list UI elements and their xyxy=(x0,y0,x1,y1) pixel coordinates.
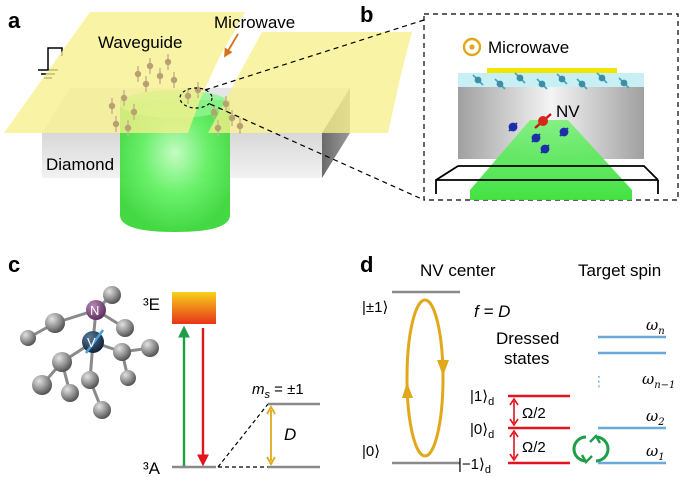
nv-spin xyxy=(534,113,552,129)
microwave-arrow xyxy=(224,33,239,58)
panel-label-a: a xyxy=(8,8,21,33)
nitrogen-atom xyxy=(86,300,106,320)
microwave-label-b: Microwave xyxy=(488,38,569,57)
surface-layer xyxy=(458,73,644,87)
ket-1d-label: |1⟩d xyxy=(470,388,494,408)
fine-structure-guides xyxy=(217,403,269,468)
omega-n1-label: ωn−1 xyxy=(642,370,675,391)
bulk-spins xyxy=(508,122,569,154)
ket-m1d-label: |−1⟩d xyxy=(458,456,491,476)
ket-pm1-label: |±1⟩ xyxy=(362,299,388,316)
ms-0-label: ms = 0 xyxy=(262,475,305,477)
panel-c: c xyxy=(8,252,320,477)
atom-n-label: N xyxy=(90,303,99,318)
omega-half-label-2: Ω/2 xyxy=(522,439,546,456)
excited-state-band xyxy=(172,292,216,324)
omega-1-label: ω1 xyxy=(646,442,665,463)
omega-n-label: ωn xyxy=(646,316,665,337)
zoom-region xyxy=(179,87,213,109)
panel-label-d: d xyxy=(360,252,373,277)
waveguide-label: Waveguide xyxy=(98,33,182,52)
nv-center-title: NV center xyxy=(420,261,496,280)
excited-state-label: ³E xyxy=(143,295,160,314)
zero-field-splitting-arrow xyxy=(266,405,276,466)
panel-b: b Microwave xyxy=(360,2,679,201)
zoom-guides xyxy=(204,19,425,201)
waveguide-left-plate xyxy=(4,12,245,133)
panel-label-b: b xyxy=(360,2,373,27)
dressed-title-line2: states xyxy=(504,349,549,368)
atom-v-label: V xyxy=(87,335,96,350)
nv-lattice: N V xyxy=(20,286,159,419)
omega-2-label: ω2 xyxy=(646,407,665,428)
dressed-title-line1: Dressed xyxy=(496,329,559,348)
exchange-arrows xyxy=(572,434,610,464)
ms-pm1-label: ms = ±1 xyxy=(252,381,304,401)
microwave-line xyxy=(487,68,617,73)
microwave-label-a: Microwave xyxy=(214,13,295,32)
microwave-out-of-page-icon xyxy=(462,37,482,57)
omega-half-label-1: Ω/2 xyxy=(522,405,546,422)
waveguide-right-plate xyxy=(208,32,412,133)
drive-frequency-label: f = D xyxy=(474,302,510,321)
ground-state-label: ³A xyxy=(143,459,161,477)
sample-stage xyxy=(435,165,659,194)
splitting-label: D xyxy=(284,425,296,444)
panel-a: a W xyxy=(4,8,412,232)
rabi-split-arrows xyxy=(509,397,519,462)
target-spin-title: Target spin xyxy=(578,261,661,280)
ellipsis-dots: ⋮ xyxy=(592,374,606,390)
ket-0-label: |0⟩ xyxy=(362,443,380,460)
ket-0d-label: |0⟩d xyxy=(470,421,494,441)
panel-d: d NV center Target spin |±1⟩ |0⟩ f = D D… xyxy=(360,252,675,476)
nv-label: NV xyxy=(556,102,580,121)
rabi-drive-loop xyxy=(402,298,449,458)
diamond-label: Diamond xyxy=(46,155,114,174)
panel-label-c: c xyxy=(8,252,20,277)
